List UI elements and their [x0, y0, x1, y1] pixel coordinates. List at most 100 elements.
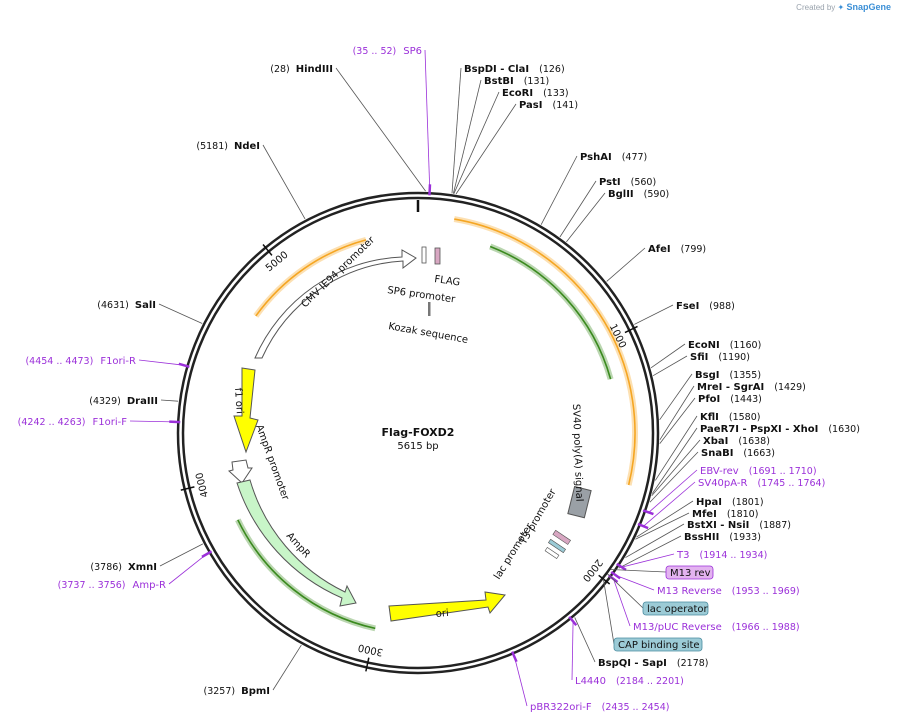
enzyme-psti[interactable]: PstI(560) — [599, 177, 656, 188]
primer-sp6[interactable]: SP6(35 .. 52) — [353, 46, 422, 57]
enzyme-name: BspQI - SapI — [598, 658, 667, 669]
primer-site-mark — [616, 562, 627, 571]
enzyme-name: BstBI — [484, 76, 514, 87]
m13-rev-label: M13 rev — [670, 568, 711, 579]
enzyme-leader-line — [650, 343, 686, 369]
enzyme-mfei[interactable]: MfeI(1810) — [692, 509, 758, 520]
primer-l4440[interactable]: L4440(2184 .. 2201) — [575, 676, 684, 687]
t3-promoter-mark — [552, 529, 571, 545]
enzyme-position: (1429) — [774, 382, 806, 393]
cds-green-arc[interactable] — [489, 245, 612, 380]
plasmid-name: Flag-FOXD2 — [382, 426, 455, 439]
enzyme-bspdi-clai[interactable]: BspDI - ClaI(126) — [464, 64, 565, 75]
enzyme-bstbi[interactable]: BstBI (131) — [484, 76, 549, 87]
primer-sv40pa-r[interactable]: SV40pA-R(1745 .. 1764) — [698, 478, 825, 489]
primer-name: L4440 — [575, 676, 606, 687]
enzyme-xbai[interactable]: XbaI(1638) — [703, 436, 770, 447]
enzyme-sfii[interactable]: SfiI(1190) — [690, 352, 750, 363]
primer-name: F1ori-R — [100, 356, 136, 367]
backbone-outer-ring — [176, 191, 660, 675]
primer-m13-reverse[interactable]: M13 Reverse(1953 .. 1969) — [657, 586, 800, 597]
lac-operator-mark — [544, 547, 560, 559]
ampr-gene-arrow[interactable] — [236, 479, 357, 607]
enzyme-pshai[interactable]: PshAI(477) — [580, 152, 647, 163]
enzyme-leader-line — [618, 535, 682, 569]
sv40-polya-box[interactable] — [567, 485, 592, 519]
primer-amp-r[interactable]: Amp-R(3737 .. 3756) — [58, 580, 166, 591]
enzyme-leader-line — [635, 512, 690, 540]
enzyme-bsgi[interactable]: BsgI(1355) — [695, 370, 761, 381]
enzyme-ecori[interactable]: EcoRI(133) — [502, 88, 569, 99]
enzyme-position: (131) — [524, 76, 550, 87]
enzyme-bspqi-sapi[interactable]: BspQI - SapI (2178) — [598, 658, 709, 669]
primer-m13-puc-reverse[interactable]: M13/pUC Reverse(1966 .. 1988) — [633, 622, 800, 633]
enzyme-pfoi[interactable]: PfoI(1443) — [698, 394, 762, 405]
lac-operator-box[interactable]: lac operator — [642, 601, 708, 616]
plasmid-length: 5615 bp — [397, 441, 438, 452]
enzyme-fsei[interactable]: FseI(988) — [676, 301, 735, 312]
ori-arrow[interactable] — [388, 591, 506, 622]
enzyme-name: PfoI — [698, 394, 720, 405]
enzyme-name: PasI — [519, 100, 542, 111]
cmv-promoter-arrow[interactable] — [254, 249, 417, 359]
primer-ebv-rev[interactable]: EBV-rev(1691 .. 1710) — [700, 466, 817, 477]
primer-leader-line — [615, 575, 655, 591]
cds-orange-arc[interactable] — [454, 218, 636, 486]
enzyme-mrei-sgrai[interactable]: MreI - SgrAI(1429) — [697, 382, 806, 393]
enzyme-draiii[interactable]: DraIII(4329) — [89, 396, 158, 407]
enzyme-xmni[interactable]: XmnI(3786) — [90, 562, 157, 573]
enzyme-leader-line — [659, 397, 696, 444]
cap-binding-site-box[interactable]: CAP binding site — [613, 637, 703, 652]
primer-name: Amp-R — [133, 580, 167, 591]
enzyme-leader-line — [455, 103, 517, 195]
cmv-promoter-label: CMV IE94 promoter — [299, 234, 377, 310]
enzyme-hindiii[interactable]: HindIII(28) — [270, 64, 333, 75]
primer-f1ori-r[interactable]: F1ori-R(4454 .. 4473) — [25, 356, 136, 367]
primer-pbr322ori-f[interactable]: pBR322ori-F(2435 .. 2454) — [530, 702, 669, 713]
enzyme-paer7i-pspxi-xhoi[interactable]: PaeR7I - PspXI - XhoI(1630) — [700, 424, 860, 435]
enzyme-bglii[interactable]: BglII(590) — [608, 189, 669, 200]
backbone-inner-ring — [181, 196, 655, 670]
tick-mark-2000 — [598, 574, 611, 585]
ampr-green-arc[interactable] — [237, 519, 376, 630]
enzyme-name: BpmI — [241, 686, 270, 697]
enzyme-leader-line — [158, 303, 203, 324]
enzyme-econi[interactable]: EcoNI(1160) — [688, 340, 761, 351]
enzyme-snabi[interactable]: SnaBI(1663) — [701, 448, 775, 459]
primer-site-mark — [178, 362, 190, 369]
m13-rev-box[interactable]: M13 rev — [665, 565, 714, 580]
enzyme-kfli[interactable]: KflI(1580) — [700, 412, 760, 423]
f1-ori-arrow[interactable] — [233, 367, 259, 454]
primer-site-mark — [201, 550, 213, 558]
cds-orange-arc-halo — [453, 216, 638, 486]
enzyme-name: NdeI — [234, 141, 260, 152]
enzyme-leader-line — [453, 91, 500, 194]
enzyme-bpmi[interactable]: BpmI(3257) — [203, 686, 270, 697]
enzyme-position: (2178) — [677, 658, 709, 669]
enzyme-ndei[interactable]: NdeI(5181) — [196, 141, 260, 152]
enzyme-bstxi-nsii[interactable]: BstXI - NsiI(1887) — [687, 520, 791, 531]
enzyme-position: (4631) — [97, 300, 129, 311]
ampr-promoter-arrow[interactable] — [227, 459, 253, 484]
primer-t3[interactable]: T3(1914 .. 1934) — [676, 550, 767, 561]
enzyme-name: PstI — [599, 177, 621, 188]
boxed-feature-leader-line — [607, 573, 644, 609]
enzyme-bsshii[interactable]: BssHII(1933) — [684, 532, 761, 543]
f1ori-orange-arc[interactable] — [255, 239, 367, 317]
primer-f1ori-f[interactable]: F1ori-F(4242 .. 4263) — [18, 417, 128, 428]
enzyme-name: KflI — [700, 412, 719, 423]
credit-prefix: Created by — [796, 3, 836, 12]
enzyme-hpai[interactable]: HpaI(1801) — [696, 497, 764, 508]
enzyme-leader-line — [634, 304, 674, 325]
enzyme-sali[interactable]: SalI(4631) — [97, 300, 156, 311]
sv40-label: SV40 poly(A) signal — [570, 404, 584, 502]
primer-position: (1914 .. 1934) — [699, 550, 767, 561]
enzyme-position: (799) — [681, 244, 707, 255]
cap-binding-site-label: CAP binding site — [618, 640, 700, 651]
enzyme-pasi[interactable]: PasI(141) — [519, 100, 578, 111]
enzyme-name: FseI — [676, 301, 699, 312]
enzyme-name: MfeI — [692, 509, 717, 520]
primer-leader-line — [138, 359, 184, 366]
enzyme-afei[interactable]: AfeI(799) — [648, 244, 706, 255]
enzyme-leader-line — [649, 451, 699, 503]
